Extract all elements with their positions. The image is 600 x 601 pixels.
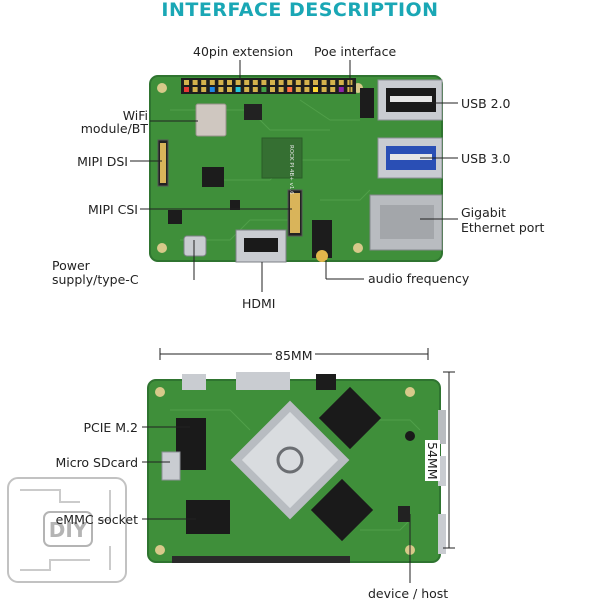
gpio-pin (227, 80, 232, 85)
gpio-pin (287, 80, 293, 85)
gpio-pin (270, 80, 275, 85)
hdmi-port (235, 229, 287, 263)
gpio-pin (201, 80, 207, 85)
gpio-header (181, 78, 356, 94)
gpio-pin (295, 80, 301, 85)
gpio-pin (338, 87, 344, 92)
top-board: ROCK PI 4B+ v1.6 (149, 75, 443, 263)
gpio-pin (244, 80, 250, 85)
label-mipi-csi: MIPI CSI (87, 202, 138, 217)
gpio-pin (330, 87, 336, 92)
label-wifi-line2: module/BT (80, 121, 148, 136)
bottom-leader-lines (142, 426, 411, 583)
gpio-pin (227, 87, 232, 92)
label-power-line2: supply/type-C (52, 272, 139, 287)
gpio-pin (201, 87, 207, 92)
svg-text:DIY: DIY (49, 518, 88, 542)
gpio-pin (321, 87, 327, 92)
gpio-pin (252, 80, 258, 85)
gpio-pin (244, 87, 250, 92)
label-40pin-extension: 40pin extension (193, 44, 294, 59)
gpio-pin (330, 80, 336, 85)
label-audio-frequency: audio frequency (368, 271, 470, 286)
label-power-line1: Power (52, 258, 90, 273)
gpio-pin (261, 87, 267, 92)
gpio-pin (278, 80, 284, 85)
label-width-85mm: 85MM (272, 348, 316, 363)
diy-watermark-logo: DIY (7, 477, 127, 583)
gpio-pin (218, 87, 224, 92)
gpio-pin (192, 80, 198, 85)
gpio-pin (252, 87, 258, 92)
gpio-pin (304, 87, 310, 92)
gpio-pin (278, 87, 284, 92)
gpio-pin (295, 87, 301, 92)
label-emmc-socket: eMMC socket (55, 512, 138, 527)
gpio-pin (313, 80, 318, 85)
board-silkscreen: ROCK PI 4B+ v1.6 (288, 145, 294, 195)
soc-chip (230, 400, 350, 520)
label-mipi-dsi: MIPI DSI (77, 154, 128, 169)
gpio-pin (338, 80, 344, 85)
sdcard-slot (161, 451, 181, 481)
poe-pins (360, 88, 374, 118)
gpio-pin (184, 87, 189, 92)
gpio-pin (287, 87, 293, 92)
gpio-pin (184, 80, 189, 85)
label-micro-sdcard: Micro SDcard (55, 455, 138, 470)
label-device-host: device / host (368, 586, 449, 601)
audio-jack (312, 220, 332, 258)
wifi-module (195, 103, 227, 137)
usb-c-port (183, 235, 207, 257)
gpio-pin (209, 80, 215, 85)
gpio-pin (235, 80, 241, 85)
gpio-pin (270, 87, 275, 92)
top-leader-lines (130, 60, 458, 292)
gpio-pin (321, 80, 327, 85)
label-ethernet-line2: Ethernet port (461, 220, 545, 235)
label-wifi-line1: WiFi (122, 108, 148, 123)
label-poe-interface: Poe interface (314, 44, 397, 59)
label-usb2: USB 2.0 (461, 96, 511, 111)
gpio-pin (235, 87, 241, 92)
gpio-pin (209, 87, 215, 92)
gpio-pin (313, 87, 318, 92)
gpio-pin (304, 80, 310, 85)
emmc-socket (186, 500, 230, 534)
gpio-pin (192, 87, 198, 92)
label-pcie-m2: PCIE M.2 (83, 420, 138, 435)
label-height-54mm: 54MM (425, 440, 440, 482)
ethernet-port (369, 194, 443, 251)
label-hdmi: HDMI (242, 296, 276, 311)
usb2-port (377, 79, 443, 121)
gpio-pin (261, 80, 267, 85)
bottom-board (147, 372, 446, 563)
label-ethernet-line1: Gigabit (461, 205, 507, 220)
label-usb3: USB 3.0 (461, 151, 511, 166)
page-title: INTERFACE DESCRIPTION (161, 0, 439, 21)
gpio-pin (218, 80, 224, 85)
